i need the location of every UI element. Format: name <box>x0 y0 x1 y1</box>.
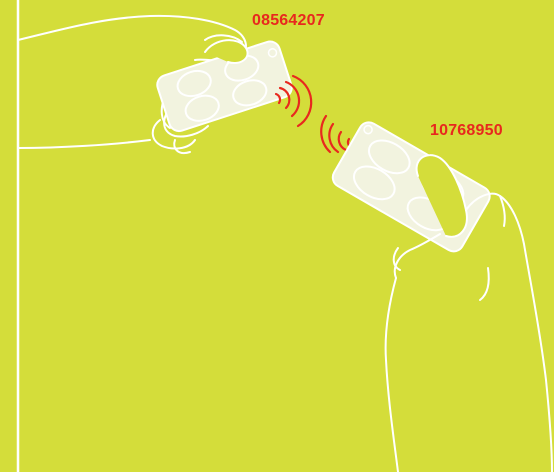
signal-waves-incoming <box>321 116 352 152</box>
device-id-label-right: 10768950 <box>430 122 503 140</box>
device-id-label-top: 08564207 <box>252 12 325 30</box>
